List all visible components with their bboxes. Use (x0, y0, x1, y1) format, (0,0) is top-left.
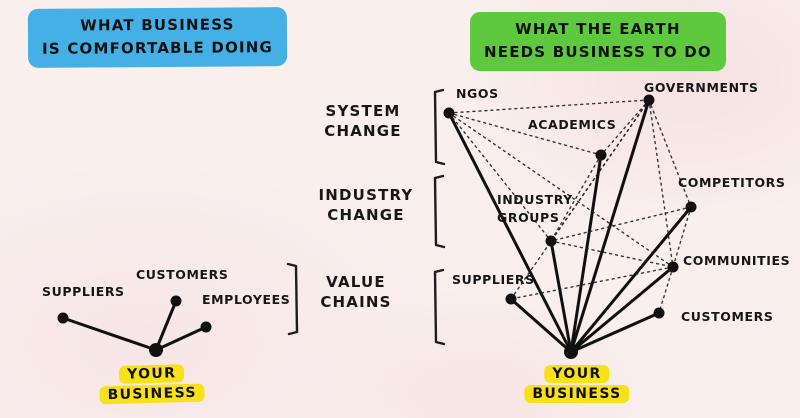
network-edges (61, 98, 693, 354)
edge-right-governments-competitors (648, 99, 692, 208)
node-dot-left-suppliers (57, 312, 69, 324)
right-title-line1: WHAT THE EARTH (515, 20, 681, 38)
edge-right-governments-suppliers (510, 99, 650, 300)
edge-right-your_business-suppliers (509, 297, 573, 354)
node-dot-right-academics (595, 149, 607, 161)
edge-right-competitors-industry_groups (550, 206, 692, 242)
edge-left-your_business-employees (154, 325, 208, 352)
network-nodes (57, 94, 697, 359)
right-title-line2: NEEDS BUSINESS TO DO (484, 43, 712, 62)
edge-left-your_business-suppliers (61, 316, 158, 352)
edge-right-communities-suppliers (510, 266, 674, 300)
value-chains-right-bracket (433, 268, 446, 346)
left-badge-line2: BUSINESS (99, 383, 206, 405)
right-badge-line1: YOUR (544, 365, 610, 383)
node-dot-right-competitors (685, 201, 697, 213)
node-dot-right-customers (653, 307, 665, 319)
edge-right-industry_groups-communities (550, 240, 674, 268)
node-dot-left-your_business (149, 343, 163, 357)
system-change-line1: SYSTEM (325, 102, 401, 120)
edge-right-your_business-customers (569, 311, 661, 354)
right-panel-title: WHAT THE EARTH NEEDS BUSINESS TO DO (470, 12, 726, 71)
right-badge-line2: BUSINESS (524, 385, 630, 403)
edge-right-ngos-academics (448, 112, 602, 156)
node-dot-left-employees (200, 321, 212, 333)
edge-right-communities-customers (658, 266, 674, 314)
edge-right-governments-communities (648, 99, 674, 268)
edge-right-your_business-competitors (569, 205, 693, 354)
node-label-right-academics: ACADEMICS (528, 117, 617, 132)
system-change-bracket (433, 88, 446, 166)
industry-change-bracket (433, 174, 446, 249)
label-industry-change: INDUSTRY CHANGE (319, 186, 414, 225)
left-your-business-badge: YOUR BUSINESS (99, 364, 206, 405)
left-title-line1: WHAT BUSINESS (80, 15, 235, 35)
edge-right-your_business-governments (569, 98, 651, 354)
value-chains-line2: CHAINS (320, 292, 392, 311)
node-label-right-suppliers: SUPPLIERS (452, 272, 535, 287)
edge-right-your_business-communities (569, 265, 675, 354)
node-label-right-communities: COMMUNITIES (683, 253, 791, 268)
brackets (286, 88, 446, 346)
node-label-right-governments: GOVERNMENTS (644, 80, 759, 95)
node-dot-right-your_business (564, 345, 578, 359)
node-label-right-industry_groups: INDUSTRY GROUPS (497, 192, 573, 226)
node-label-right-ngos: NGOS (456, 86, 499, 101)
edge-right-your_business-academics (569, 153, 603, 354)
label-system-change: SYSTEM CHANGE (324, 102, 401, 141)
edge-right-competitors-communities (672, 206, 692, 268)
edge-right-your_business-industry_groups (549, 239, 573, 354)
edge-left-your_business-customers (154, 299, 178, 352)
node-label-left-suppliers: SUPPLIERS (42, 284, 125, 299)
edge-right-ngos-communities (448, 112, 674, 268)
label-value-chains: VALUE CHAINS (320, 273, 391, 312)
node-label-right-customers: CUSTOMERS (681, 309, 774, 324)
node-dot-right-communities (667, 261, 679, 273)
value-chains-line1: VALUE (326, 273, 386, 291)
node-dot-right-industry_groups (545, 235, 557, 247)
edge-right-governments-academics (600, 99, 650, 156)
value-chains-left-bracket (286, 262, 299, 336)
right-your-business-badge: YOUR BUSINESS (524, 365, 630, 403)
node-dot-left-customers (170, 295, 182, 307)
node-dot-right-ngos (443, 107, 455, 119)
node-dot-right-suppliers (505, 293, 517, 305)
industry-change-line1: INDUSTRY (318, 186, 414, 204)
edge-right-your_business-ngos (447, 111, 573, 354)
system-change-line2: CHANGE (324, 121, 402, 140)
edge-right-academics-industry_groups (550, 154, 602, 242)
left-panel-title: WHAT BUSINESS IS COMFORTABLE DOING (27, 7, 288, 68)
left-title-line2: IS COMFORTABLE DOING (42, 38, 274, 59)
node-label-left-employees: EMPLOYEES (202, 292, 291, 307)
node-dot-right-governments (643, 94, 655, 106)
industry-change-line2: CHANGE (327, 205, 405, 224)
node-label-right-competitors: COMPETITORS (678, 175, 786, 190)
left-badge-line1: YOUR (118, 364, 185, 384)
node-label-left-customers: CUSTOMERS (136, 267, 229, 282)
